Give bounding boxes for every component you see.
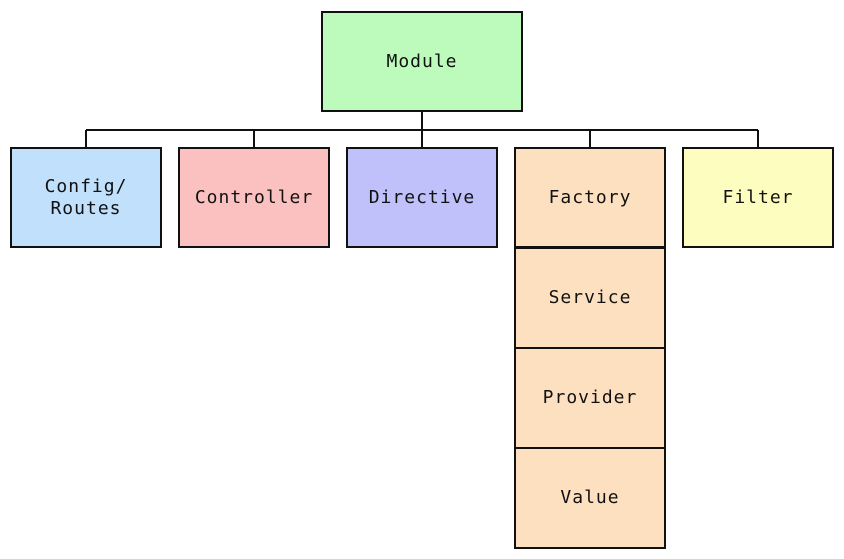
controller-node: Controller [178,147,330,248]
value-label: Value [560,487,620,508]
service-node: Service [514,247,666,349]
filter-label: Filter [722,186,794,208]
module-node: Module [321,11,523,112]
directive-label: Directive [368,186,476,208]
value-node: Value [514,447,666,549]
filter-node: Filter [682,147,834,248]
config-routes-label: Config/ Routes [44,175,128,219]
directive-node: Directive [346,147,498,248]
config-routes-node: Config/ Routes [10,147,162,248]
provider-node: Provider [514,347,666,449]
module-label: Module [386,50,458,72]
factory-label: Factory [548,186,632,208]
factory-node: Factory [514,147,666,248]
service-label: Service [548,287,632,308]
controller-label: Controller [194,186,314,208]
provider-label: Provider [542,387,638,408]
